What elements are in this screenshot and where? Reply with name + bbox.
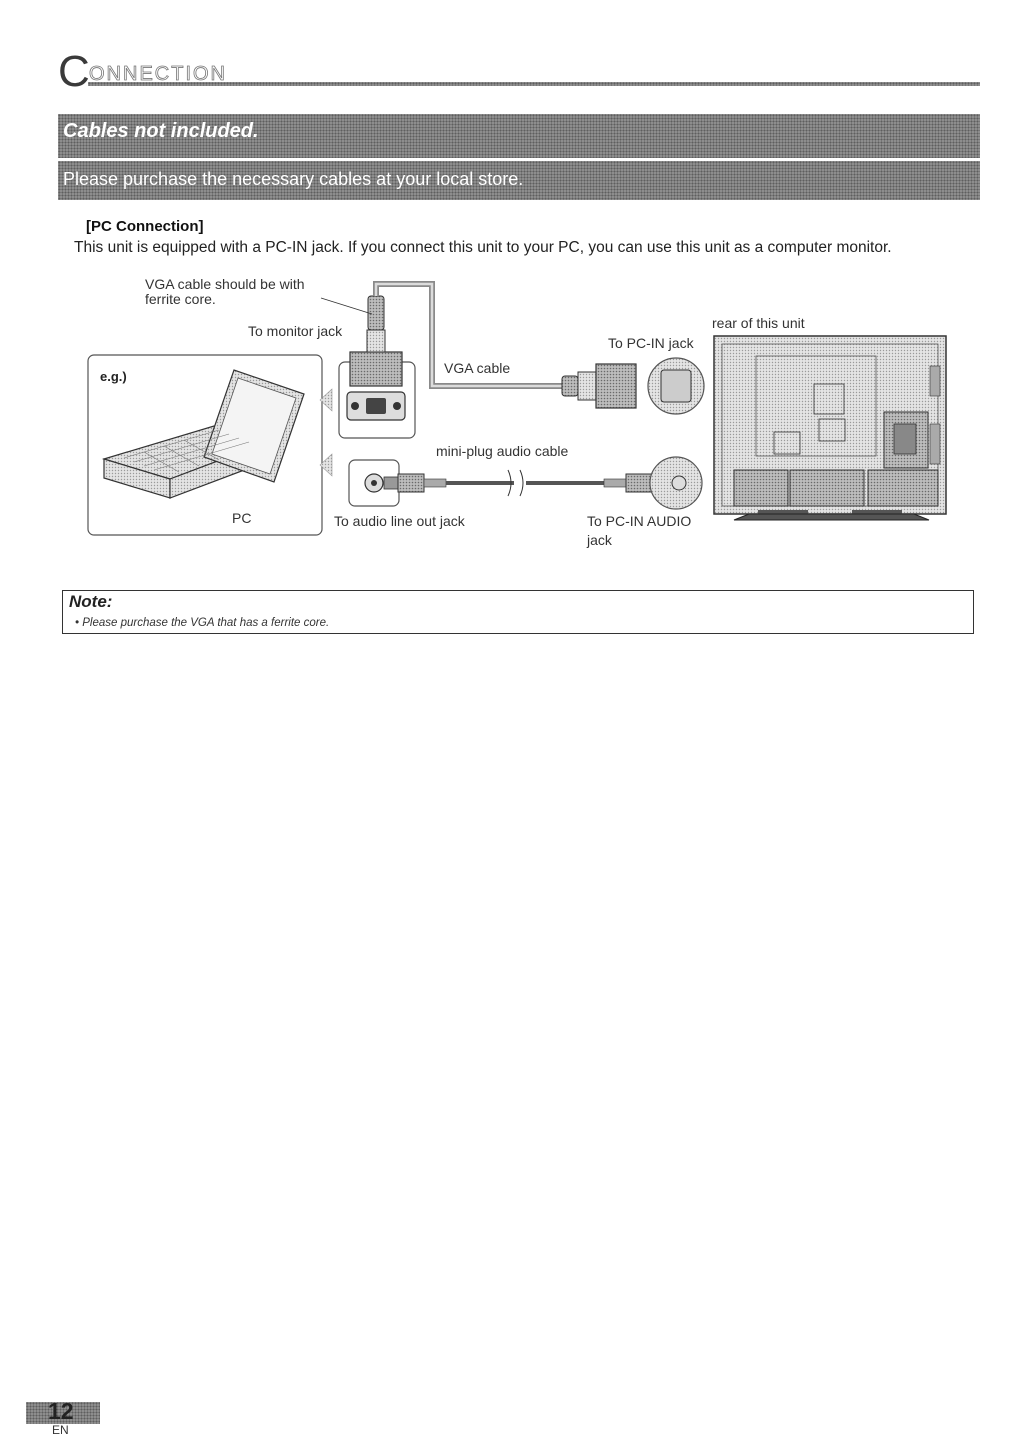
header-title: ONNECTION (89, 63, 227, 86)
example-label: e.g.) (100, 369, 127, 384)
note-box: Note: • Please purchase the VGA that has… (62, 590, 974, 634)
ferrite-label-line1: VGA cable should be with (145, 276, 305, 292)
cables-banner: Cables not included. Please purchase the… (58, 114, 980, 200)
to-pc-in-jack-label: To PC-IN jack (608, 335, 694, 351)
ferrite-label-line2: ferrite core. (145, 291, 216, 307)
banner-row-2: Please purchase the necessary cables at … (58, 161, 980, 200)
banner-row-1: Cables not included. (58, 114, 980, 158)
tv-rear-icon (713, 335, 947, 521)
vga-cable-label: VGA cable (444, 360, 511, 376)
note-title: Note: (69, 592, 113, 611)
page-number-background (26, 1402, 100, 1424)
to-audio-line-out-jack-label: To audio line out jack (334, 513, 465, 529)
ferrite-core-icon (367, 295, 385, 331)
arrow-left-icon (319, 453, 333, 477)
audio-cable-line (383, 469, 665, 497)
diagram-illustration (87, 281, 947, 536)
ferrite-pointer (320, 297, 373, 315)
page-header: C ONNECTION (58, 50, 980, 94)
vga-plug-tv-icon (561, 363, 637, 409)
example-frame (87, 354, 323, 536)
to-pc-in-audio-label-line2: jack (587, 532, 612, 548)
header-initial: C (58, 47, 90, 96)
to-monitor-jack-label: To monitor jack (248, 323, 343, 339)
vga-plug-icon (349, 329, 403, 387)
pc-label: PC (232, 510, 252, 526)
note-item: • Please purchase the VGA that has a fer… (75, 617, 330, 629)
page-number: 12 (48, 1398, 74, 1424)
arrow-left-icon (319, 388, 333, 412)
connection-diagram: VGA cable should be with ferrite core. T… (84, 274, 964, 564)
mini-plug-audio-cable-label: mini-plug audio cable (436, 443, 569, 459)
rear-of-unit-label: rear of this unit (712, 315, 805, 331)
section-description: This unit is equipped with a PC-IN jack.… (74, 239, 892, 256)
banner-subtext: Please purchase the necessary cables at … (63, 169, 524, 189)
section-title: [PC Connection] (86, 218, 204, 235)
header-rule (88, 82, 980, 86)
banner-heading: Cables not included. (63, 120, 259, 142)
to-pc-in-audio-label-line1: To PC-IN AUDIO (587, 513, 692, 529)
vga-port-icon (346, 391, 406, 421)
laptop-icon (101, 369, 305, 499)
language-code: EN (52, 1423, 69, 1437)
